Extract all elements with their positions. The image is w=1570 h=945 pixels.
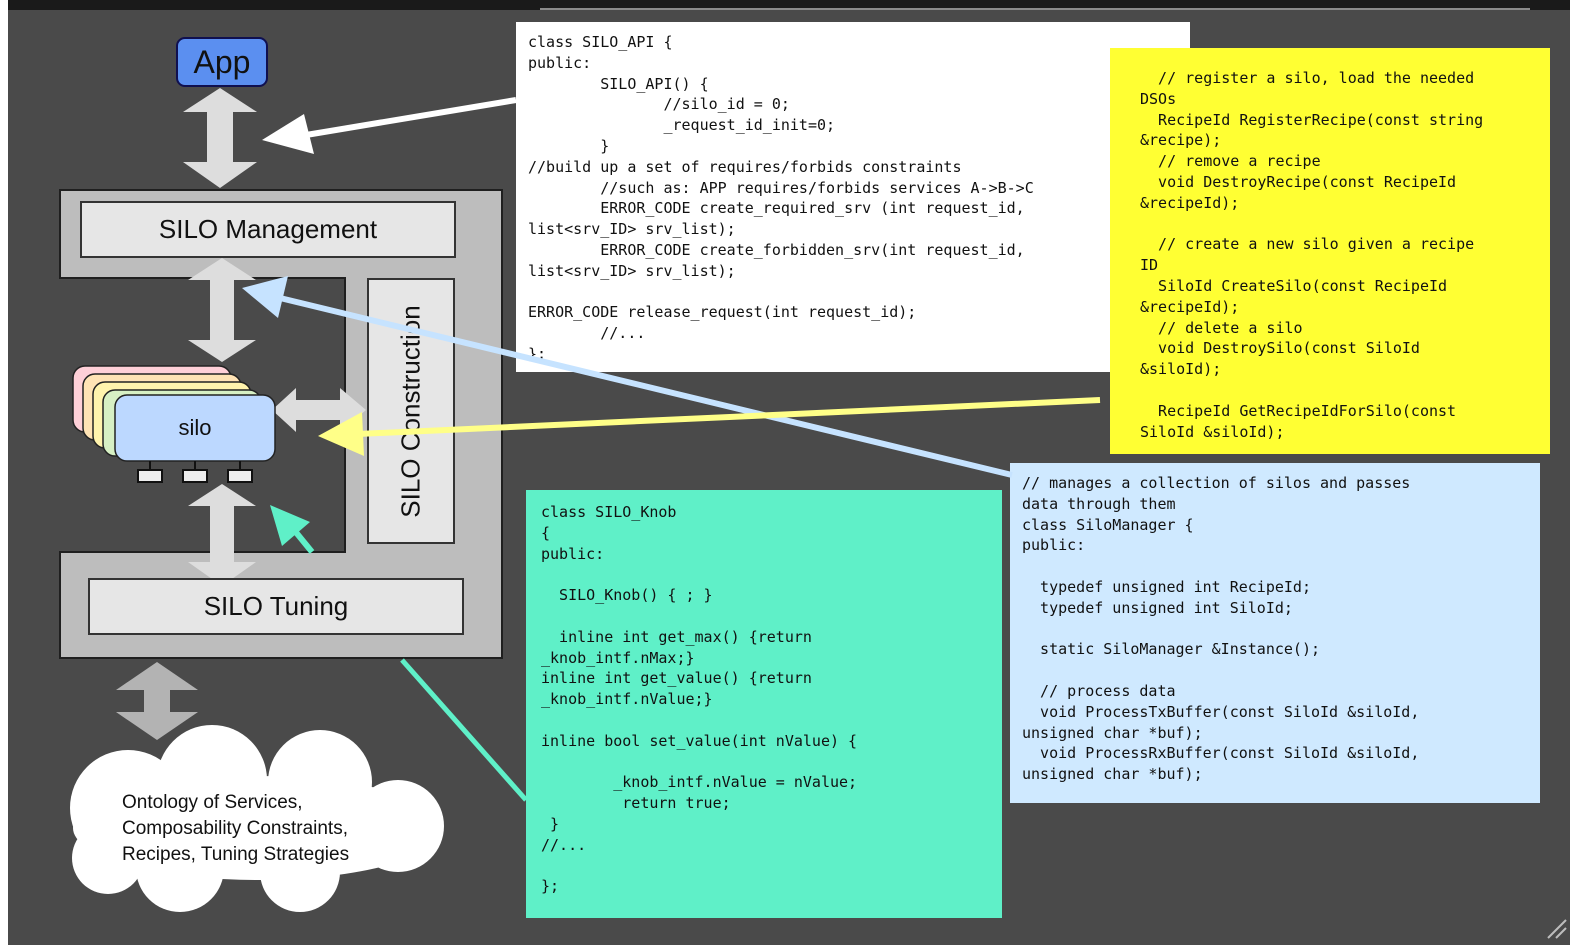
silo-tuning-box: SILO Tuning <box>88 578 464 635</box>
top-bar <box>0 0 1570 10</box>
recipe-api-code-box: // register a silo, load the needed DSOs… <box>1110 48 1550 454</box>
silo-construction-box: SILO Construction <box>367 278 455 544</box>
ontology-line: Composability Constraints, <box>122 818 348 839</box>
silo-api-code-box: class SILO_API { public: SILO_API() { //… <box>516 22 1190 372</box>
silo-management-label: SILO Management <box>158 214 378 244</box>
management-silo-arrow <box>188 258 256 362</box>
silo-construction-label: SILO Construction <box>395 304 426 518</box>
ontology-cloud <box>70 725 444 912</box>
silo-tuning-arrow <box>188 484 256 586</box>
silo-management-box: SILO Management <box>80 201 456 258</box>
ontology-line: Recipes, Tuning Strategies <box>122 844 350 865</box>
silo-tuning-label: SILO Tuning <box>203 591 349 621</box>
silo-knob-code-box: class SILO_Knob { public: SILO_Knob() { … <box>526 490 1002 918</box>
silo-knob-code: class SILO_Knob { public: SILO_Knob() { … <box>541 503 858 896</box>
silo-label: silo <box>178 415 212 440</box>
app-management-arrow <box>183 88 257 188</box>
silo-connectors <box>137 461 253 483</box>
left-border <box>0 0 8 945</box>
app-label: App <box>193 43 251 80</box>
silo-stack <box>72 365 276 462</box>
silo-manager-code: // manages a collection of silos and pas… <box>1022 474 1420 784</box>
ontology-text: Ontology of Services, Composability Cons… <box>122 790 412 868</box>
recipe-api-code: // register a silo, load the needed DSOs… <box>1140 69 1484 441</box>
ontology-line: Ontology of Services, <box>122 792 303 813</box>
frame-ontology-arrow <box>116 662 198 740</box>
app-box: App <box>176 37 268 87</box>
top-divider <box>540 8 1530 10</box>
silo-manager-code-box: // manages a collection of silos and pas… <box>1010 463 1540 803</box>
silo-api-code: class SILO_API { public: SILO_API() { //… <box>528 33 1034 363</box>
